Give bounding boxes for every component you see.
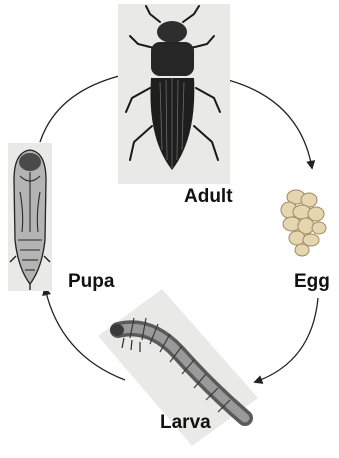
arrow-adult-to-egg bbox=[228, 80, 312, 168]
beetle-illustration bbox=[118, 4, 230, 184]
stage-label-pupa: Pupa bbox=[68, 272, 114, 291]
stage-label-adult: Adult bbox=[184, 187, 233, 206]
pupa-illustration bbox=[8, 143, 52, 291]
arrow-egg-to-larva bbox=[255, 298, 318, 382]
egg-cluster-illustration bbox=[281, 190, 326, 256]
stage-label-larva: Larva bbox=[160, 413, 211, 432]
stage-label-egg: Egg bbox=[294, 272, 330, 291]
